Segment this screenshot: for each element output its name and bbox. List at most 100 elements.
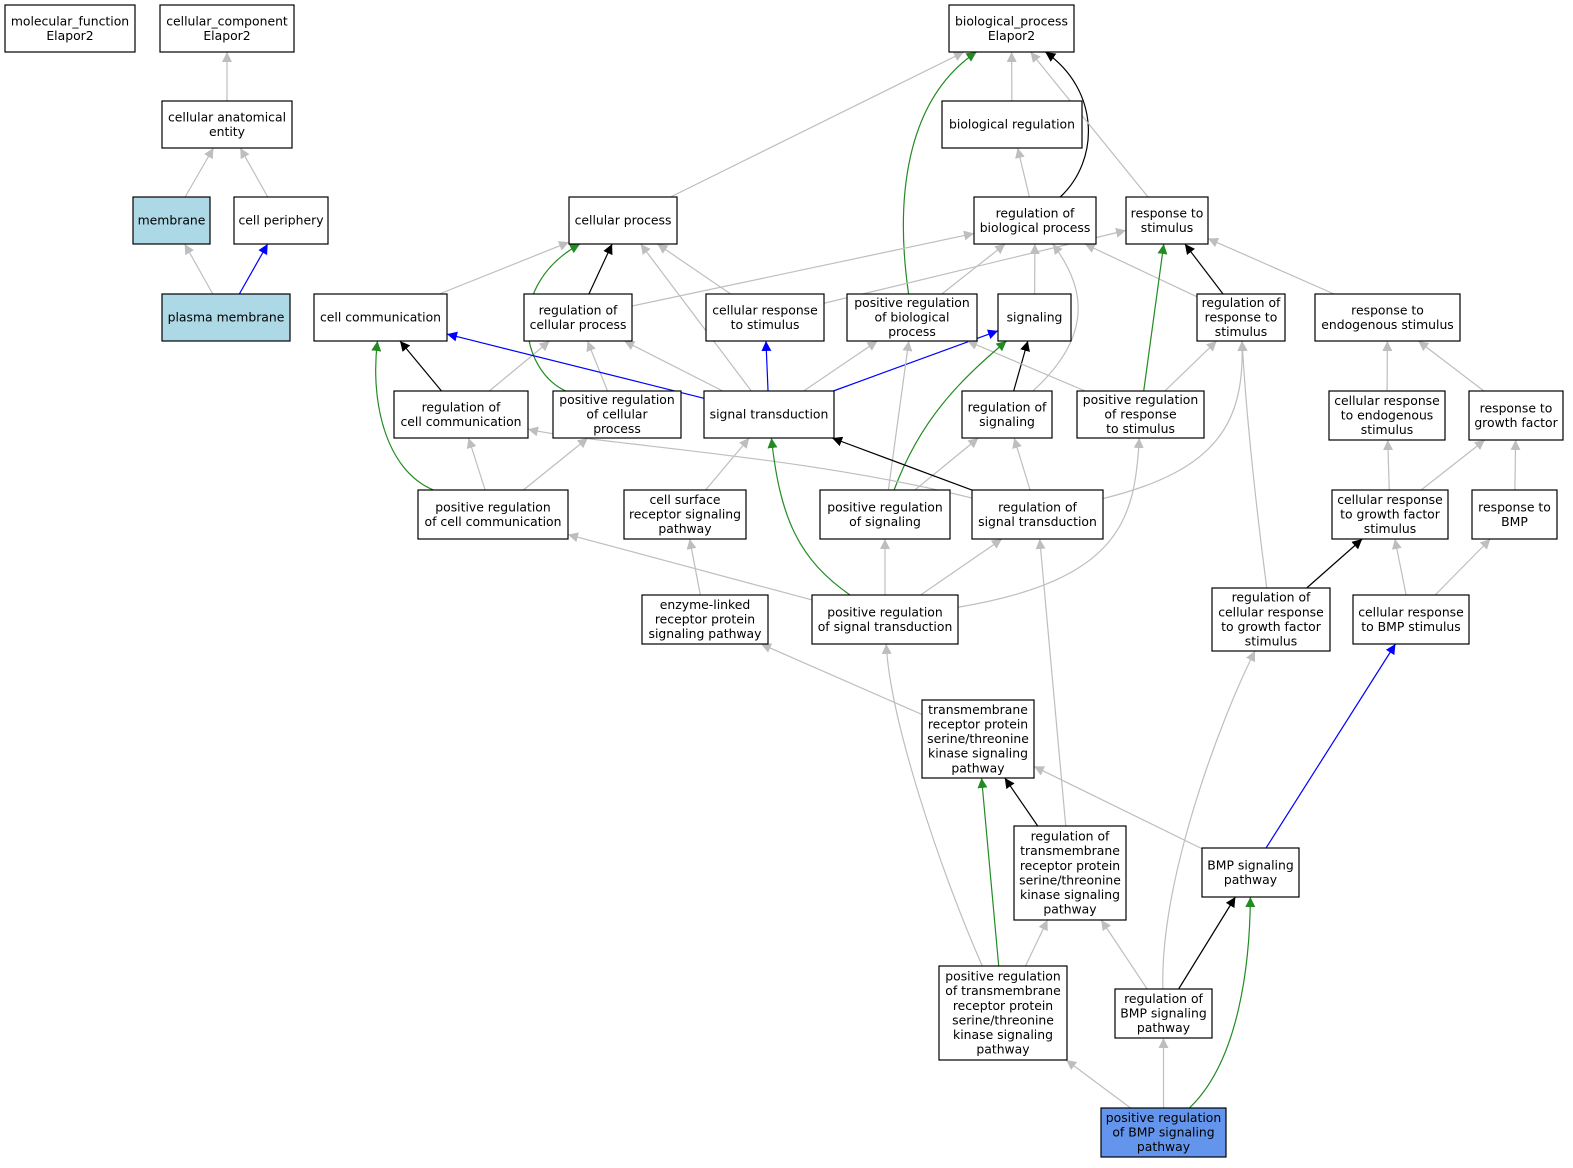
go-term-label-line: BMP signaling (1120, 1006, 1206, 1021)
go-term-node-st[interactable]: signal transduction (703, 390, 835, 439)
go-term-label-line: entity (209, 124, 245, 139)
go-term-label-line: membrane (138, 213, 206, 228)
go-term-label-line: serine/threonine (1019, 872, 1121, 887)
go-term-label-line: process (888, 324, 936, 339)
go-term-label-line: kinase signaling (928, 746, 1028, 761)
edge-is-a-posregresp-to-regresp (1164, 340, 1218, 392)
go-term-label-line: positive regulation (559, 392, 674, 407)
go-term-label-line: signaling (1007, 310, 1063, 325)
edge-positively-regulates-posregresp-to-resp (1143, 243, 1168, 392)
go-term-label-line: response to (1131, 205, 1204, 220)
go-term-label-line: of BMP signaling (1112, 1125, 1214, 1140)
go-term-label-line: cellular process (530, 317, 627, 332)
go-term-label-line: stimulus (1245, 633, 1297, 648)
go-term-node-cellcomm[interactable]: cell communication (313, 293, 448, 342)
go-term-box-cellcomm (313, 293, 448, 342)
go-term-label-line: cellular response (712, 302, 818, 317)
edge-is-a-cgf-to-cendo (1383, 439, 1394, 491)
edge-is-a-bmp-to-gf (1510, 439, 1521, 491)
go-term-box-regsig (961, 390, 1053, 439)
edge-is-a-regbmp-to-regtmr (1100, 919, 1148, 990)
edge-part-of-pm-to-cellper (238, 243, 269, 295)
edge-is-a-csr-to-st (705, 437, 750, 491)
go-term-label-line: plasma membrane (168, 310, 285, 325)
edge-is-a-posregsig-to-regsig (914, 437, 979, 491)
edge-is-a-cellproc-to-bp (670, 51, 965, 198)
go-term-box-cae (161, 100, 293, 149)
go-term-label-line: of signaling (849, 514, 921, 529)
go-term-label-line: receptor protein (1020, 858, 1120, 873)
edge-positively-regulates-posregtmr-to-tmr (977, 777, 1000, 967)
go-term-label-line: positive regulation (827, 604, 942, 619)
go-term-label-line: of signal transduction (818, 619, 953, 634)
go-term-node-pm[interactable]: plasma membrane (161, 293, 291, 342)
go-term-node-signaling[interactable]: signaling (997, 293, 1072, 342)
go-term-box-membrane (132, 196, 211, 245)
edge-is-a-regcgf-to-regresp (1237, 340, 1268, 589)
go-term-box-regtmr (1013, 825, 1127, 921)
go-term-label-line: pathway (1224, 872, 1277, 887)
go-term-node-breg[interactable]: biological regulation (941, 100, 1083, 149)
go-term-label-line: Elapor2 (988, 28, 1035, 43)
go-term-node-membrane[interactable]: membrane (132, 196, 211, 245)
go-term-box-gf (1468, 390, 1564, 441)
edge-is-a-posregtmr-to-posregst (881, 643, 983, 967)
go-term-box-regcp (523, 293, 633, 342)
edge-is-a-cbmp-to-bmp (1434, 538, 1491, 596)
go-term-box-posregtmr (938, 965, 1068, 1061)
edge-is-a-regst-to-regresp (1102, 340, 1248, 500)
edge-is-a-posregresp-to-posregbp (967, 340, 1086, 392)
go-term-label-line: regulation of (539, 302, 618, 317)
go-term-label-line: receptor protein (928, 716, 1028, 731)
go-term-box-bmpsp (1201, 847, 1300, 898)
go-term-box-posregbp (846, 293, 978, 342)
go-term-label-line: positive regulation (945, 969, 1060, 984)
go-term-box-elr (641, 594, 769, 645)
edge-is-a-posregtmr-to-regtmr (1024, 919, 1049, 967)
go-term-label-line: pathway (951, 760, 1004, 775)
go-term-node-cellproc[interactable]: cellular process (568, 196, 678, 245)
edge-is-a-posregst-to-regst (920, 538, 1003, 596)
go-term-box-bmp (1471, 489, 1558, 540)
edge-is-a-regbp-to-breg (1015, 147, 1030, 198)
go-term-label-line: BMP (1501, 514, 1528, 529)
go-term-label-line: positive regulation (435, 499, 550, 514)
go-term-node-cellper[interactable]: cell periphery (233, 196, 329, 245)
go-term-box-regcgf (1211, 587, 1331, 652)
edge-is-a-regbmp-to-regcgf (1162, 650, 1256, 990)
go-term-label-line: kinase signaling (953, 1027, 1053, 1042)
